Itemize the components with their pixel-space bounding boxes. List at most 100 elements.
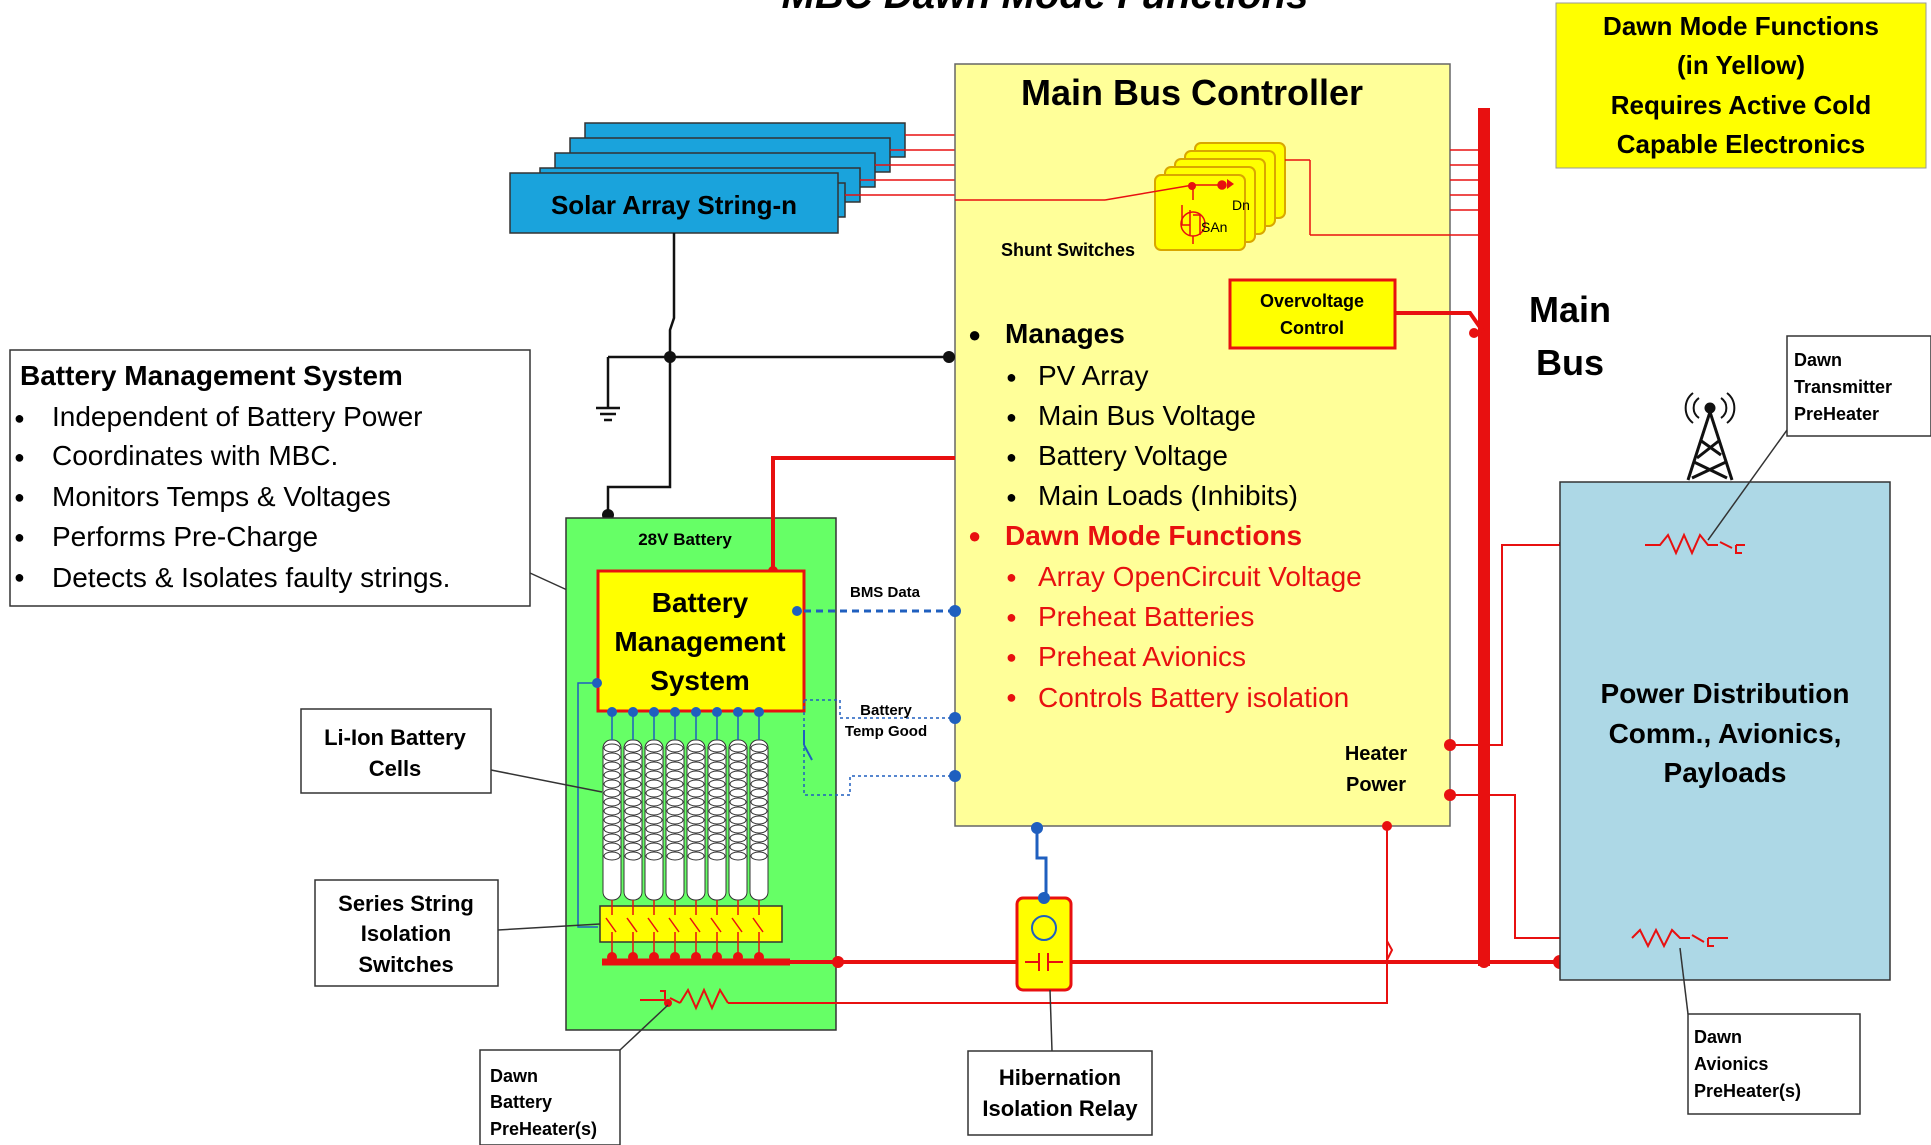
callout-dawn-avionics: Dawn Avionics PreHeater(s)	[1679, 947, 1861, 1115]
temp-good-line-1: Battery	[860, 702, 912, 719]
bms-box-item-1: Independent of Battery Power	[52, 401, 422, 432]
bus-junction	[691, 952, 701, 962]
bms-box-bullet: ●	[14, 447, 25, 467]
manages-item-4: Main Loads (Inhibits)	[1038, 480, 1298, 511]
bms-box-item-5: Detects & Isolates faulty strings.	[52, 562, 450, 593]
hibernation-relay	[1015, 822, 1073, 992]
temp-good-line-2: Temp Good	[845, 723, 927, 740]
battery-cell-column	[644, 739, 664, 901]
dawn-item-4: Controls Battery isolation	[1038, 682, 1349, 713]
legend-line-3: Requires Active Cold	[1611, 90, 1872, 120]
battery-cell-column	[686, 739, 706, 901]
solar-array-label: Solar Array String-n	[551, 190, 797, 220]
mbc-title: Main Bus Controller	[1021, 72, 1363, 113]
bus-junction	[670, 952, 680, 962]
li-ion-cells	[602, 739, 769, 901]
callout-dawn-battery-line-1: Dawn	[490, 1066, 538, 1086]
manages-item-2: Main Bus Voltage	[1038, 400, 1256, 431]
main-bus-controller: Main Bus Controller	[954, 63, 1478, 827]
dawn-item-2: Preheat Batteries	[1038, 601, 1254, 632]
bms-description-box: Battery Management System ● Independent …	[9, 349, 601, 607]
shunt-switch-stack: Dn SAn	[955, 142, 1450, 251]
battery-cell-column	[623, 739, 643, 901]
callout-dawn-transmitter: Dawn Transmitter PreHeater	[1707, 335, 1931, 541]
shunt-switches-label: Shunt Switches	[1001, 240, 1135, 260]
callout-dawn-transmitter-line-3: PreHeater	[1794, 404, 1879, 424]
bms-box-item-4: Performs Pre-Charge	[52, 521, 318, 552]
overvoltage-control	[1228, 278, 1397, 350]
main-bus: Main Bus	[1395, 108, 1611, 966]
manages-item-bullet: ●	[1006, 487, 1017, 507]
dawn-item-3: Preheat Avionics	[1038, 641, 1246, 672]
callout-series-line-1: Series String	[338, 891, 474, 916]
series-isolation-switches	[599, 905, 783, 943]
bus-junction	[628, 952, 638, 962]
callout-hibernation-line-1: Hibernation	[999, 1065, 1121, 1090]
main-bus-label-2: Bus	[1536, 342, 1604, 383]
callout-dawn-battery-line-2: Battery	[490, 1092, 552, 1112]
dawn-item-1: Array OpenCircuit Voltage	[1038, 561, 1362, 592]
bms-label-2: Management	[614, 626, 785, 657]
bus-junction	[712, 952, 722, 962]
bms-box-title: Battery Management System	[20, 360, 403, 391]
overvoltage-line-2: Control	[1280, 318, 1344, 338]
battery-cell-column	[707, 739, 727, 901]
heater-power-line-2: Power	[1346, 774, 1406, 796]
dawn-item-bullet: ●	[1006, 607, 1017, 627]
bms-data-label: BMS Data	[850, 584, 921, 601]
callout-dawn-avionics-line-1: Dawn	[1694, 1027, 1742, 1047]
callout-dawn-transmitter-line-2: Transmitter	[1794, 377, 1892, 397]
legend-box: Dawn Mode Functions (in Yellow) Requires…	[1555, 2, 1927, 169]
callout-li-ion: Li-Ion Battery Cells	[300, 708, 603, 794]
callout-dawn-avionics-line-2: Avionics	[1694, 1054, 1768, 1074]
pd-line-2: Comm., Avionics,	[1609, 718, 1842, 749]
bms-box-item-2: Coordinates with MBC.	[52, 440, 338, 471]
manages-item-3: Battery Voltage	[1038, 440, 1228, 471]
bms-label-3: System	[650, 665, 750, 696]
callout-dawn-battery-line-3: PreHeater(s)	[490, 1119, 597, 1139]
shunt-dn-label: Dn	[1232, 197, 1250, 213]
antenna-icon	[1684, 392, 1736, 481]
callout-hibernation-line-2: Isolation Relay	[982, 1096, 1138, 1121]
manages-item-1: PV Array	[1038, 360, 1148, 391]
solar-array: Solar Array String-n	[509, 122, 955, 234]
bms-label-1: Battery	[652, 587, 749, 618]
callout-li-ion-line-1: Li-Ion Battery	[324, 725, 467, 750]
battery-cell-column	[728, 739, 748, 901]
overvoltage-line-1: Overvoltage	[1260, 291, 1364, 311]
battery-label: 28V Battery	[638, 530, 732, 549]
bms-box-item-3: Monitors Temps & Voltages	[52, 481, 391, 512]
legend-line-4: Capable Electronics	[1617, 129, 1866, 159]
bms-box-bullet: ●	[14, 408, 25, 428]
dawn-item-bullet: ●	[1006, 567, 1017, 587]
dawn-heading: Dawn Mode Functions	[1005, 520, 1302, 551]
shunt-san-label: SAn	[1201, 219, 1227, 235]
pd-line-1: Power Distribution	[1601, 678, 1850, 709]
bus-junction	[607, 952, 617, 962]
callout-dawn-avionics-line-3: PreHeater(s)	[1694, 1081, 1801, 1101]
diagram-title: MBC Dawn Mode Functions	[782, 0, 1309, 17]
power-distribution: Power Distribution Comm., Avionics, Payl…	[1559, 392, 1891, 981]
manages-heading: Manages	[1005, 318, 1125, 349]
bus-junction	[754, 952, 764, 962]
ground-wiring	[596, 233, 955, 515]
bus-junction	[733, 952, 743, 962]
bms-box-bullet: ●	[14, 567, 25, 587]
callout-series-switches: Series String Isolation Switches	[314, 879, 601, 987]
bms-box-bullet: ●	[14, 527, 25, 547]
battery-cell-column	[602, 739, 622, 901]
battery-pack: 28V Battery Battery Management System BM…	[565, 456, 1595, 1031]
callout-hibernation: Hibernation Isolation Relay	[967, 989, 1153, 1136]
battery-cell-column	[749, 739, 769, 901]
bms-box-bullet: ●	[14, 487, 25, 507]
callout-li-ion-line-2: Cells	[369, 756, 422, 781]
dawn-item-bullet: ●	[1006, 687, 1017, 707]
legend-line-2: (in Yellow)	[1677, 50, 1805, 80]
callout-dawn-transmitter-line-1: Dawn	[1794, 350, 1842, 370]
manages-item-bullet: ●	[1006, 367, 1017, 387]
pd-line-3: Payloads	[1664, 757, 1787, 788]
dawn-item-bullet: ●	[1006, 647, 1017, 667]
heater-power-line-1: Heater	[1345, 743, 1407, 765]
manages-bullet: ●	[968, 322, 981, 347]
manages-item-bullet: ●	[1006, 447, 1017, 467]
